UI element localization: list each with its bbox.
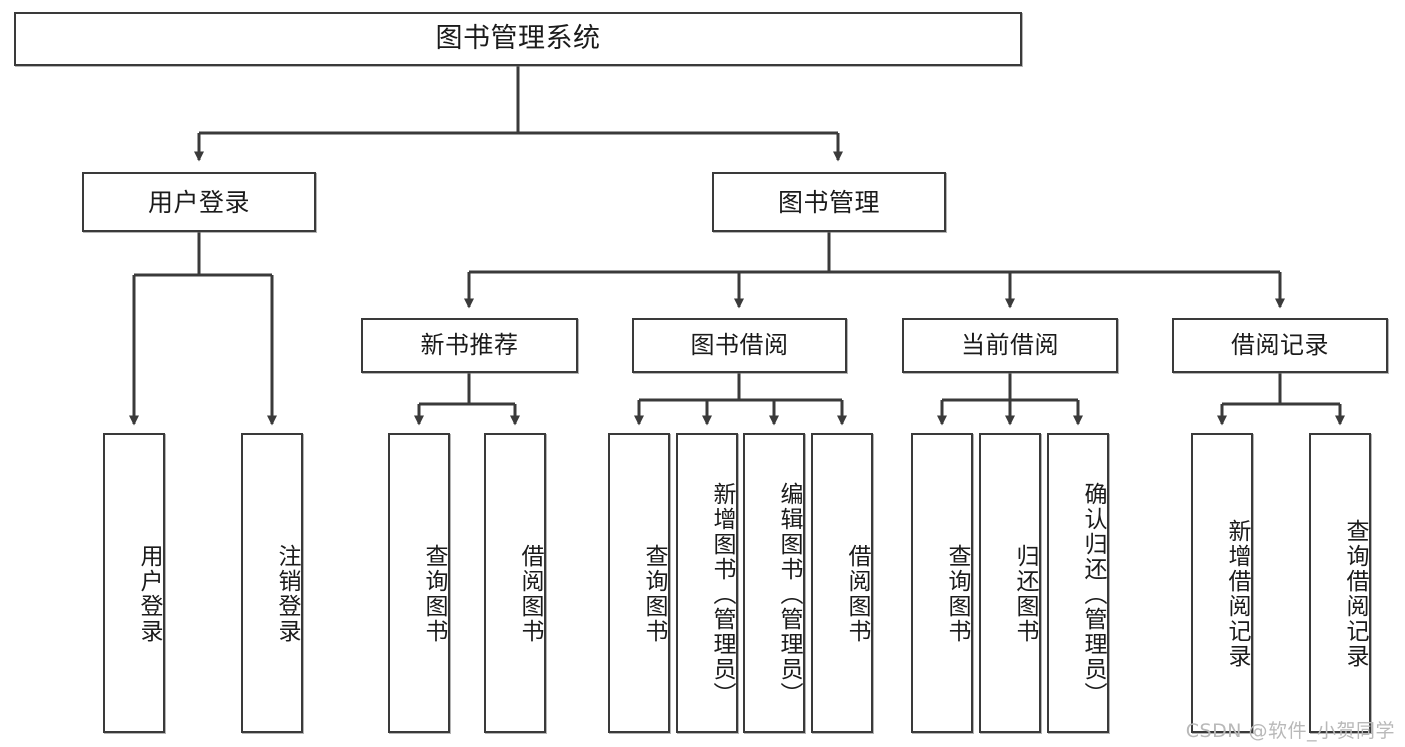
- leaf-borrow-query-book-label: 查询图书: [641, 544, 667, 644]
- node-new-book-recommend-label: 新书推荐: [420, 330, 519, 359]
- leaf-borrow-add-book-admin[interactable]: 新增图书（管理员）: [676, 433, 738, 733]
- leaf-current-return-book-label: 归还图书: [1012, 544, 1038, 644]
- node-borrow-record-label: 借阅记录: [1231, 330, 1329, 359]
- node-book-borrow[interactable]: 图书借阅: [632, 318, 847, 373]
- leaf-borrow-edit-book-admin[interactable]: 编辑图书（管理员）: [743, 433, 805, 733]
- leaf-recommend-query-book[interactable]: 查询图书: [388, 433, 450, 733]
- leaf-user-logout-label: 注销登录: [274, 544, 300, 644]
- leaf-borrow-lend-book[interactable]: 借阅图书: [811, 433, 873, 733]
- leaf-record-query-label: 查询借阅记录: [1342, 519, 1368, 669]
- leaf-current-query-book[interactable]: 查询图书: [911, 433, 973, 733]
- leaf-record-query[interactable]: 查询借阅记录: [1309, 433, 1371, 733]
- leaf-recommend-borrow-book[interactable]: 借阅图书: [484, 433, 546, 733]
- csdn-watermark: CSDN @软件_小贺同学: [1185, 720, 1395, 742]
- leaf-current-confirm-return-admin[interactable]: 确认归还（管理员）: [1047, 433, 1109, 733]
- leaf-borrow-lend-book-label: 借阅图书: [844, 544, 870, 644]
- leaf-record-add-label: 新增借阅记录: [1224, 519, 1250, 669]
- leaf-recommend-borrow-book-label: 借阅图书: [517, 544, 543, 644]
- leaf-current-return-book[interactable]: 归还图书: [979, 433, 1041, 733]
- node-root[interactable]: 图书管理系统: [14, 12, 1022, 66]
- node-user-login-label: 用户登录: [147, 187, 250, 217]
- leaf-borrow-query-book[interactable]: 查询图书: [608, 433, 670, 733]
- node-current-borrow[interactable]: 当前借阅: [902, 318, 1118, 373]
- leaf-recommend-query-book-label: 查询图书: [421, 544, 447, 644]
- node-root-label: 图书管理系统: [435, 23, 601, 55]
- leaf-borrow-add-book-admin-label: 新增图书（管理员）: [709, 481, 735, 707]
- leaf-current-confirm-return-admin-label: 确认归还（管理员）: [1080, 481, 1106, 707]
- node-book-borrow-label: 图书借阅: [690, 330, 789, 359]
- leaf-user-logout[interactable]: 注销登录: [241, 433, 303, 733]
- node-current-borrow-label: 当前借阅: [961, 330, 1059, 359]
- leaf-record-add[interactable]: 新增借阅记录: [1191, 433, 1253, 733]
- leaf-borrow-edit-book-admin-label: 编辑图书（管理员）: [776, 481, 802, 707]
- node-borrow-record[interactable]: 借阅记录: [1172, 318, 1388, 373]
- node-book-management[interactable]: 图书管理: [712, 172, 946, 232]
- node-user-login[interactable]: 用户登录: [82, 172, 316, 232]
- leaf-user-login-label: 用户登录: [136, 544, 162, 644]
- node-book-management-label: 图书管理: [777, 187, 880, 217]
- node-new-book-recommend[interactable]: 新书推荐: [361, 318, 578, 373]
- leaf-current-query-book-label: 查询图书: [944, 544, 970, 644]
- leaf-user-login[interactable]: 用户登录: [103, 433, 165, 733]
